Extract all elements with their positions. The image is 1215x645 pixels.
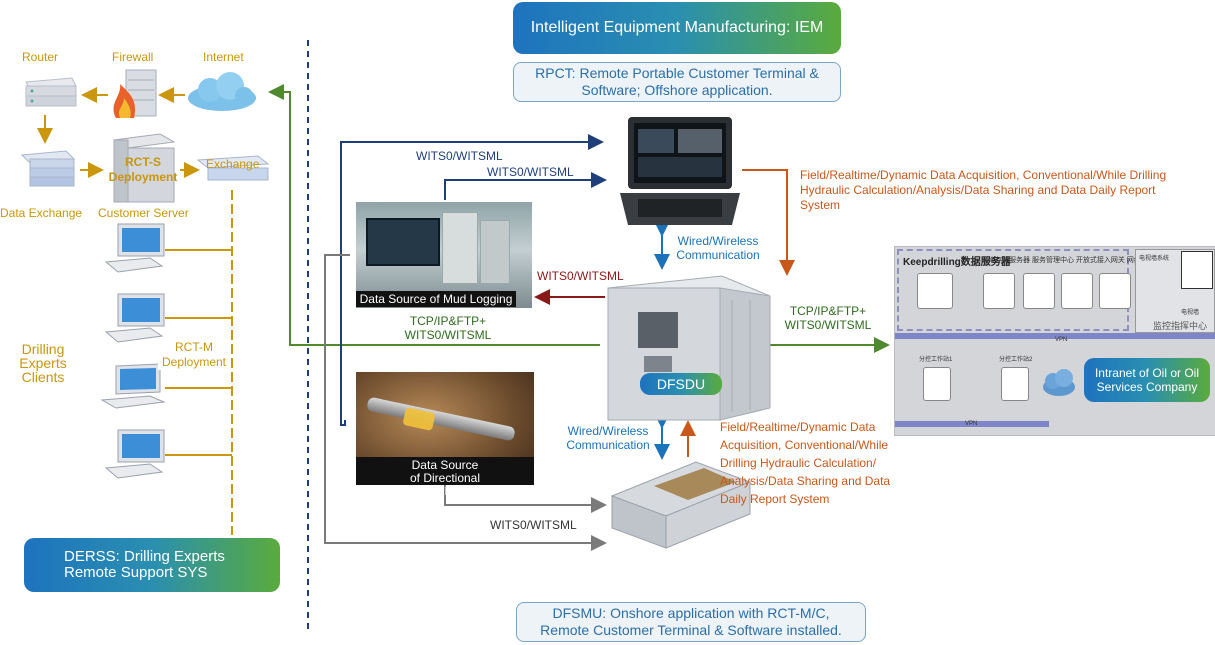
server-node-4 [1061, 273, 1093, 309]
rugged-laptop-icon [620, 117, 740, 225]
exchange-label: Exchange [206, 157, 260, 171]
wits-label-1: WITS0/WITSML [416, 149, 503, 163]
client-pc-icon-1 [104, 223, 165, 273]
internet-label: Internet [203, 50, 244, 64]
dfsmu-note: DFSMU: Onshore application with RCT-M/C,… [516, 602, 866, 642]
data-exchange-switch-icon [20, 150, 76, 187]
server-icon [112, 133, 176, 203]
dfsdu-badge: DFSDU [640, 373, 722, 395]
rct-s-label: RCT-S Deployment [108, 155, 178, 184]
wired-label-top: Wired/Wireless Communication [676, 234, 760, 262]
description-bottom: Field/Realtime/Dynamic Data Acquisition,… [720, 420, 891, 506]
server-node-2 [983, 273, 1015, 309]
wired-label-bottom: Wired/Wireless Communication [566, 424, 650, 452]
dfsdu-container-icon [607, 275, 771, 421]
server-node-3 [1023, 273, 1055, 309]
rct-m-label: RCT-M Deployment [158, 340, 230, 370]
vpn-bottom-label: VPN [965, 421, 978, 427]
cloud-icon [188, 72, 256, 111]
directional-drilling-caption: Data Source of Directional Drilling [356, 457, 534, 498]
client-laptop-icon [100, 363, 166, 409]
tv-wall-screen [1181, 251, 1213, 289]
client-pc-icon-2 [104, 293, 165, 343]
derss-badge: DERSS: Drilling Experts Remote Support S… [24, 538, 280, 592]
client-pc-icon-3 [104, 429, 165, 479]
right-panel-tabs: 网络存储服务器 服务管理中心 开放式接入网关 网络服务主机 [981, 257, 1169, 264]
tcp-label-left: TCP/IP&FTP+ WITS0/WITSML [404, 314, 492, 342]
vpn-bar-top [895, 333, 1215, 339]
wits-label-bottom: WITS0/WITSML [490, 518, 577, 532]
exchange-switch-icon [196, 155, 270, 181]
router-icon [25, 77, 77, 107]
server-node-1 [917, 273, 953, 309]
firewall-label: Firewall [112, 50, 154, 64]
rpct-note: RPCT: Remote Portable Customer Terminal … [513, 62, 841, 102]
data-exchange-label: Data Exchange [0, 206, 83, 220]
mud-logging-caption: Data Source of Mud Logging [356, 291, 516, 307]
wits-label-2: WITS0/WITSML [487, 165, 574, 179]
tv-wall-label: 电视墙系统 [1139, 256, 1170, 262]
vpn-top-label: VPN [1055, 337, 1068, 343]
wits-label-red: WITS0/WITSML [537, 269, 624, 283]
iem-title-badge: Intelligent Equipment Manufacturing: IEM [513, 2, 841, 54]
dfsmu-container-icon [610, 461, 752, 549]
workstation-2 [1001, 367, 1029, 401]
tcp-label-right: TCP/IP&FTP+ WITS0/WITSML [784, 304, 872, 332]
workstation-1 [923, 367, 951, 401]
vpn-bar-bottom [895, 421, 1049, 427]
right-panel-title: Keepdrilling数据服务器 [903, 257, 1011, 268]
drilling-clients-label: Drilling Experts Clients [19, 341, 67, 385]
tv-label: 电视墙 [1181, 310, 1200, 316]
station2-label: 分控工作站2 [999, 357, 1033, 363]
firewall-icon [113, 69, 157, 118]
description-top: Field/Realtime/Dynamic Data Acquisition,… [800, 168, 1167, 212]
router-label: Router [22, 50, 59, 64]
station1-label: 分控工作站1 [919, 357, 953, 363]
intranet-panel: Keepdrilling数据服务器 网络存储服务器 服务管理中心 开放式接入网关… [894, 246, 1215, 436]
monitor-center-label: 监控指挥中心 [1153, 321, 1208, 331]
intranet-badge: Intranet of Oil or Oil Services Company [1084, 358, 1210, 402]
mud-logging-photo [356, 202, 532, 308]
customer-server-label: Customer Server [98, 206, 189, 220]
server-node-5 [1099, 273, 1131, 309]
intranet-cloud-icon [1043, 369, 1075, 396]
